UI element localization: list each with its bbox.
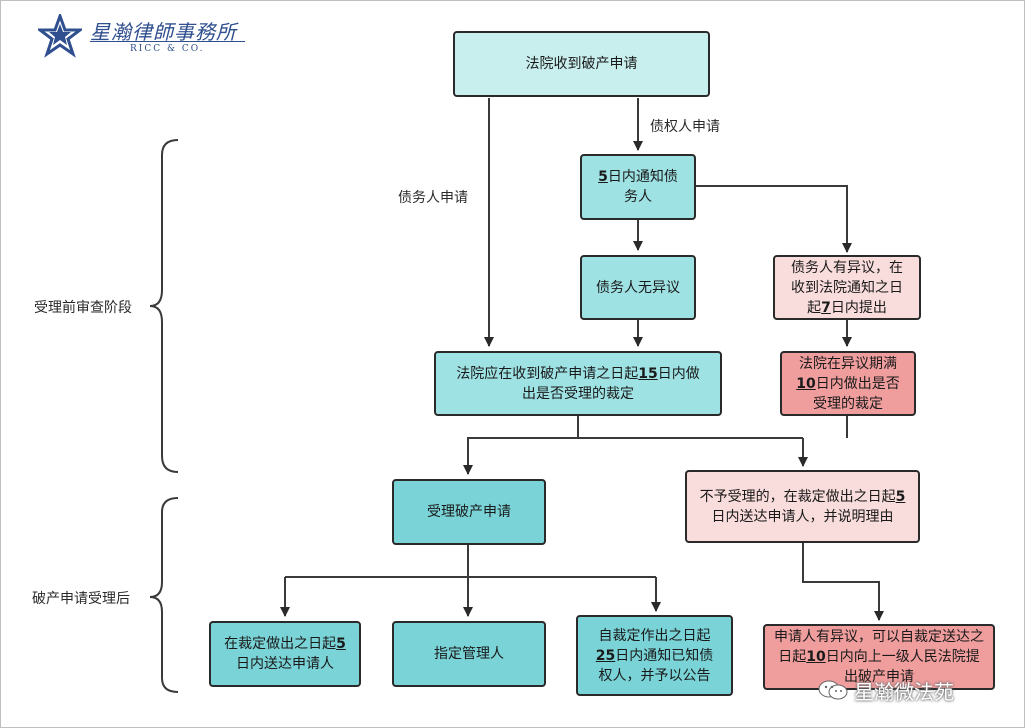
- node-notify-debtor: 5日内通知债务人: [580, 154, 696, 220]
- node-accept: 受理破产申请: [392, 479, 546, 545]
- edge-reject-appeal: [802, 543, 884, 621]
- logo: 星瀚律師事務所 RICC & CO.: [35, 11, 268, 60]
- watermark: 星瀚微法苑: [818, 676, 954, 704]
- watermark-text: 星瀚微法苑: [854, 679, 954, 704]
- stage-brace-post: [149, 497, 179, 693]
- star-logo-icon: [35, 11, 85, 58]
- node-deliver: 在裁定做出之日起5日内送达申请人: [209, 621, 361, 687]
- stage-brace-pre: [149, 139, 179, 473]
- logo-name-en: RICC & CO.: [130, 44, 205, 54]
- stage-label-post: 破产申请受理后: [32, 591, 130, 607]
- stage-label-pre: 受理前审查阶段: [34, 300, 132, 316]
- node-ruling-15: 法院应在收到破产申请之日起15日内做出是否受理的裁定: [434, 351, 722, 416]
- edge-label-creditor: 债权人申请: [650, 119, 720, 135]
- node-reject: 不予受理的，在裁定做出之日起5日内送达申请人，并说明理由: [685, 470, 920, 543]
- edge-notify-objection: [696, 185, 852, 253]
- logo-name-cn: 星瀚律師事務所: [90, 20, 237, 44]
- node-no-objection: 债务人无异议: [580, 255, 696, 320]
- node-objection: 债务人有异议，在收到法院通知之日起7日内提出: [773, 255, 921, 320]
- node-administrator: 指定管理人: [392, 621, 546, 687]
- edge-label-debtor: 债务人申请: [398, 190, 468, 206]
- node-notice: 自裁定作出之日起25日内通知已知债权人，并予以公告: [576, 615, 733, 696]
- node-ruling-10: 法院在异议期满10日内做出是否受理的裁定: [780, 351, 916, 416]
- edge-ruling15-accept: [463, 416, 579, 475]
- node-court-receive: 法院收到破产申请: [453, 31, 710, 97]
- wechat-icon: [818, 680, 848, 700]
- logo-divider: [90, 41, 245, 42]
- node-appeal: 申请人有异议，可以自裁定送达之日起10日内向上一级人民法院提出破产申请: [763, 624, 995, 690]
